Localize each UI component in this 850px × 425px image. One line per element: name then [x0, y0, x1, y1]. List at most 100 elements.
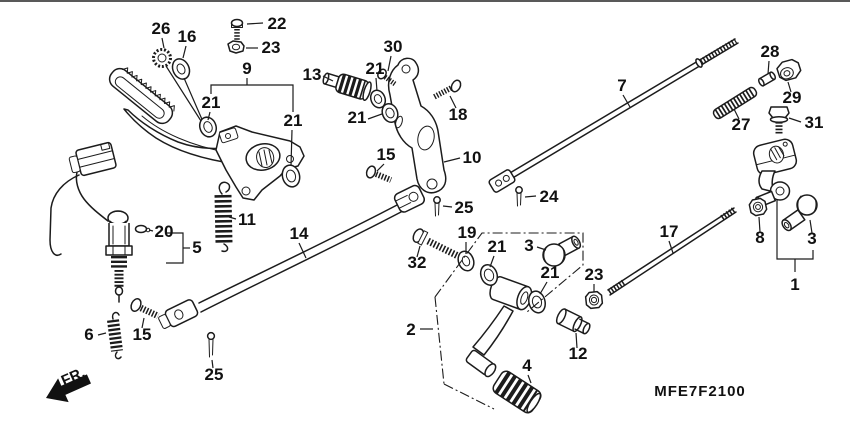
callout-7: 7 [617, 76, 626, 95]
shift-holder-arm-art [752, 138, 798, 208]
leader-21-5 [207, 111, 211, 121]
bolt-32-art [412, 228, 460, 260]
seal-21-right-art [281, 164, 301, 188]
leader-28-17 [767, 60, 770, 75]
leader-16-3 [182, 45, 187, 59]
callout-6: 6 [84, 325, 93, 344]
nut-23-top-art [227, 40, 245, 54]
leader-21-6 [290, 129, 293, 167]
callout-23: 23 [262, 38, 281, 57]
brake-rod-7-art [488, 38, 739, 193]
leader-10-12 [443, 157, 461, 163]
front-direction-arrow: FR. [46, 364, 91, 403]
bolt-31-art [768, 106, 790, 135]
parts-artwork [49, 18, 818, 414]
callout-24: 24 [540, 187, 559, 206]
lock-washer-26-art [152, 48, 172, 68]
callout-21: 21 [284, 111, 303, 130]
bolt-15-center-art [365, 165, 393, 183]
bolt-15-left-art [130, 298, 160, 319]
callout-17: 17 [660, 222, 679, 241]
washer-19-art [457, 250, 475, 272]
ball-joint-3-right-art [781, 194, 818, 232]
callout-26: 26 [152, 19, 171, 38]
seal-21-c-art [479, 264, 499, 286]
callout-20: 20 [155, 222, 174, 241]
leader-25-14 [442, 205, 453, 208]
leader-21-38 [539, 281, 548, 295]
construction-line-2 [443, 383, 495, 410]
callout-19: 19 [458, 223, 477, 242]
leader-21-9 [375, 77, 378, 92]
leader-3-37 [536, 246, 547, 251]
return-spring-11-art [214, 181, 233, 253]
callout-11: 11 [238, 210, 256, 229]
callout-5: 5 [192, 238, 201, 257]
leader-15-26 [141, 317, 145, 329]
bolt-30-art [377, 68, 397, 87]
nut-8-art [748, 197, 768, 217]
leader-6-25 [97, 332, 107, 336]
leader-11-21 [228, 216, 237, 220]
callout-10: 10 [463, 148, 482, 167]
nut-23-center-art [584, 290, 604, 310]
construction-line-0 [434, 232, 584, 313]
leader-4-40 [527, 374, 532, 384]
pin-20-art [134, 224, 151, 234]
callout-3: 3 [807, 229, 816, 248]
callout-22: 22 [268, 14, 287, 33]
callout-28: 28 [761, 42, 780, 61]
diagram-code: MFE7F2100 [654, 383, 746, 400]
callout-25: 25 [455, 198, 474, 217]
leader-lines [97, 22, 813, 384]
callout-12: 12 [569, 344, 588, 363]
callout-21: 21 [348, 108, 367, 127]
callout-29: 29 [783, 88, 802, 107]
leader-24-15 [524, 195, 537, 198]
callout-3: 3 [524, 236, 533, 255]
callout-2: 2 [406, 320, 415, 339]
callout-21: 21 [541, 263, 560, 282]
callout-25: 25 [205, 365, 224, 384]
nut-29-art [776, 58, 802, 82]
seal-21-a-art [369, 89, 387, 109]
leader-3-31 [809, 219, 813, 234]
leader-8-30 [758, 216, 761, 233]
gear-pedal-2-art [465, 275, 533, 378]
callout-15: 15 [133, 325, 152, 344]
leader-20-22 [148, 229, 154, 232]
joint-piece-28-art [757, 71, 777, 87]
callout-8: 8 [755, 228, 764, 247]
spring-6-art [107, 311, 123, 360]
callout-13: 13 [303, 65, 322, 84]
pedal-rubber-4-art [492, 370, 542, 414]
brake-rod-14-art [158, 184, 426, 329]
cotter-pin-25-left-art [206, 331, 216, 358]
callout-14: 14 [290, 224, 309, 243]
callout-9: 9 [242, 59, 251, 78]
leader-18-11 [449, 95, 457, 109]
leader-14-24 [298, 242, 307, 259]
leader-12-33 [575, 332, 578, 349]
leader-26-2 [161, 37, 165, 49]
rubber-boot-13-art [322, 72, 372, 102]
bracket-9 [210, 84, 294, 112]
callout-1: 1 [790, 275, 799, 294]
construction-line-1 [434, 296, 445, 385]
callout-15: 15 [377, 145, 396, 164]
callout-30: 30 [384, 37, 403, 56]
leader-17-28 [668, 240, 674, 254]
front-arrow-icon [46, 374, 91, 403]
leader-30-8 [387, 55, 392, 72]
seal-21-b-art [381, 103, 399, 123]
ball-joint-3-center-art [542, 235, 582, 267]
brake-pedal-art [108, 67, 305, 201]
stud-27-art [712, 86, 758, 120]
leader-31-20 [788, 117, 802, 123]
leader-29-18 [787, 81, 792, 93]
callout-21: 21 [202, 93, 221, 112]
leader-32-34 [416, 245, 421, 258]
leader-7-16 [622, 94, 631, 108]
